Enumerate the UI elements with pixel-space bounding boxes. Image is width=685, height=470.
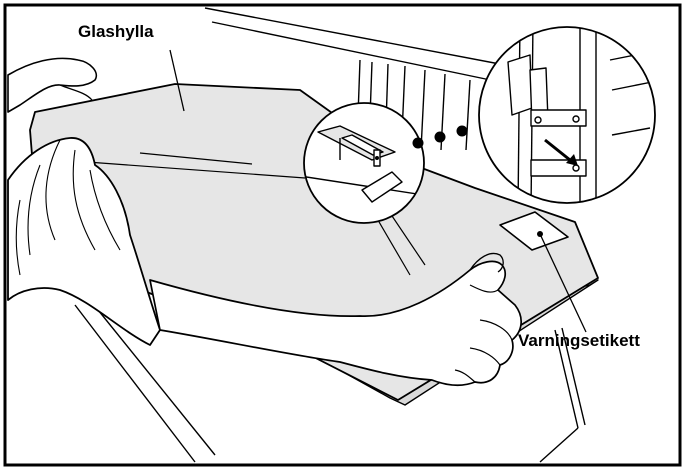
- finger-lines: [454, 284, 513, 383]
- sleeve-fold: [15, 139, 121, 276]
- sequence-dot: [434, 131, 446, 143]
- sequence-dot: [412, 137, 424, 149]
- forearm: [149, 260, 522, 387]
- shelf-reflection: [387, 209, 426, 266]
- leader-varningsetikett: [539, 233, 587, 333]
- bracket-detail-center: [303, 102, 425, 224]
- shelf-reflection: [59, 159, 306, 179]
- left-hand-fingers: [59, 84, 93, 101]
- bracket-detail-right: [478, 26, 656, 204]
- thumb: [469, 252, 504, 273]
- label-glass-shelf: Glashylla: [78, 22, 154, 41]
- warning-sticker: [499, 211, 569, 251]
- shelf-reflection: [139, 152, 253, 165]
- sequence-dot: [456, 125, 468, 137]
- left-arm: [7, 57, 97, 113]
- shelf-reflection: [374, 214, 411, 276]
- leader-glashylla: [169, 49, 185, 112]
- label-warning-sticker: Varningsetikett: [518, 331, 640, 350]
